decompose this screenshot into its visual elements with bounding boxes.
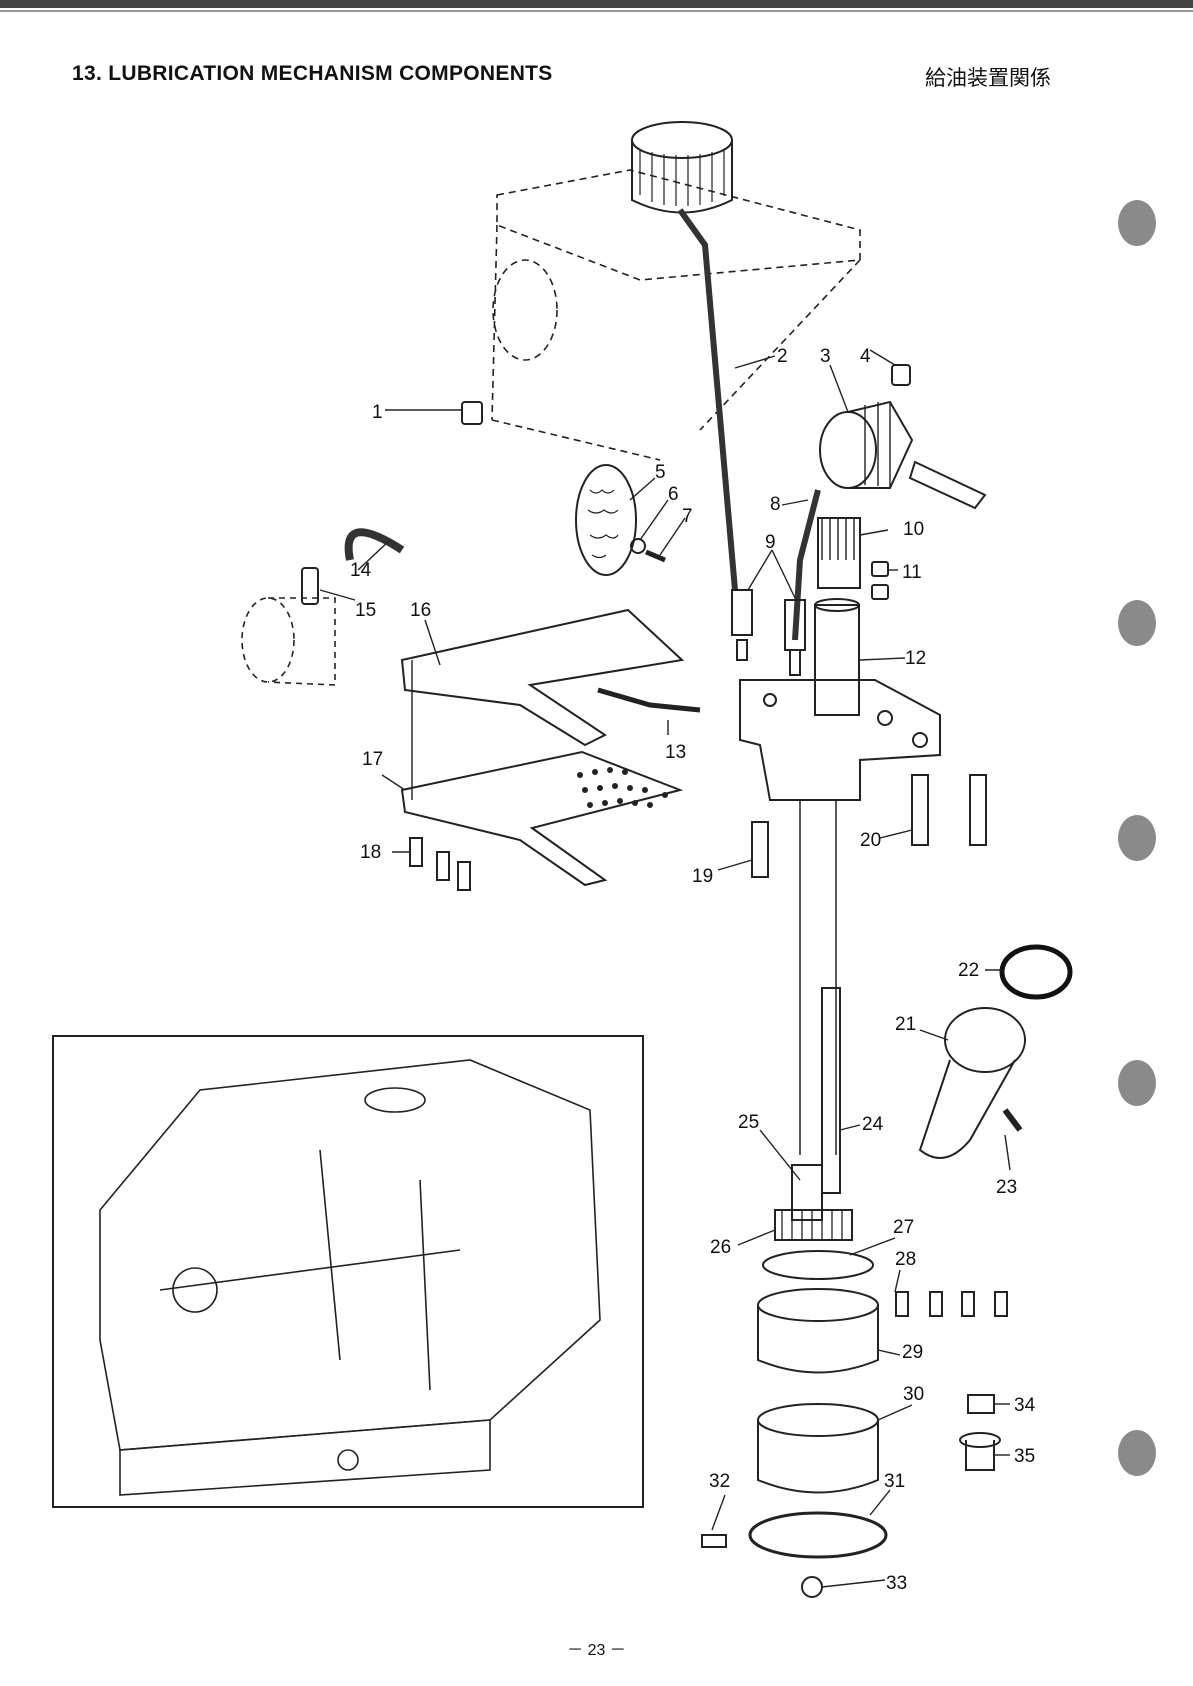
callout-32: 32 [709, 1471, 730, 1492]
part-28-screws [896, 1292, 1007, 1316]
part-24-shaft [822, 988, 840, 1193]
callout-6: 6 [668, 484, 679, 505]
callout-24: 24 [862, 1114, 884, 1135]
callout-13: 13 [665, 742, 686, 763]
part-16-plate [402, 610, 682, 745]
callout-10: 10 [903, 519, 924, 540]
callout-21: 21 [895, 1014, 916, 1035]
part-12-pump-body [740, 599, 940, 800]
callout-17: 17 [362, 749, 383, 770]
part-13-pipe [598, 690, 700, 710]
oil-cap [632, 122, 732, 213]
callout-9: 9 [765, 532, 776, 553]
part-32-screw [702, 1535, 726, 1547]
part-11-screw-b [872, 585, 888, 599]
callout-3: 3 [820, 346, 831, 367]
callout-8: 8 [770, 494, 781, 515]
part-29-filter [758, 1289, 878, 1373]
part-4-setscrew [892, 365, 910, 385]
part-11-screw-a [872, 562, 888, 576]
filter-holes [577, 767, 668, 808]
callout-12: 12 [905, 648, 926, 669]
part-18-screws [410, 838, 470, 890]
callout-20: 20 [860, 830, 881, 851]
callout-27: 27 [893, 1217, 914, 1238]
part-5-felt [576, 465, 636, 575]
part-34-cap [968, 1395, 994, 1413]
part-17-filter-plate [402, 752, 680, 885]
part-14-hose [349, 532, 402, 560]
callout-7: 7 [682, 506, 693, 527]
part-3-cam [820, 402, 985, 508]
callout-25: 25 [738, 1112, 759, 1133]
part-20-bolts [912, 775, 986, 845]
callout-31: 31 [884, 1471, 905, 1492]
part-7-screw [646, 552, 665, 560]
callout-22: 22 [958, 960, 979, 981]
callout-4: 4 [860, 346, 871, 367]
machine-housing-outline [492, 170, 860, 460]
callout-18: 18 [360, 842, 381, 863]
callout-2: 2 [777, 346, 788, 367]
part-31-band [750, 1513, 886, 1557]
callout-34: 34 [1014, 1395, 1036, 1416]
callout-14: 14 [350, 560, 372, 581]
callout-28: 28 [895, 1249, 916, 1270]
part-23-screw [1005, 1110, 1020, 1130]
callout-33: 33 [886, 1573, 907, 1594]
part-22-o-ring [1002, 947, 1070, 997]
callout-5: 5 [655, 462, 666, 483]
callout-11: 11 [902, 562, 922, 583]
callout-30: 30 [903, 1384, 924, 1405]
part-30-mesh [758, 1404, 878, 1493]
callout-29: 29 [902, 1342, 923, 1363]
part-33-nut [802, 1577, 822, 1597]
callout-16: 16 [410, 600, 431, 621]
part-1-plug [462, 402, 482, 424]
part-10-gear [818, 518, 860, 588]
callout-26: 26 [710, 1237, 731, 1258]
callout-19: 19 [692, 866, 713, 887]
callout-35: 35 [1014, 1446, 1035, 1467]
part-19-bolt [752, 822, 768, 877]
pump-shaft [800, 800, 836, 1155]
page-number: － 23 － [0, 1636, 1193, 1660]
part-35-bushing [960, 1433, 1000, 1470]
dashed-cylinder [242, 598, 335, 685]
callout-23: 23 [996, 1177, 1017, 1198]
part-2-oil-tube [680, 210, 735, 590]
inset-machine-frame [52, 1035, 644, 1508]
callout-1: 1 [372, 402, 383, 423]
part-21-oil-window [920, 1008, 1025, 1158]
callout-15: 15 [355, 600, 376, 621]
part-27-plate [763, 1251, 873, 1279]
